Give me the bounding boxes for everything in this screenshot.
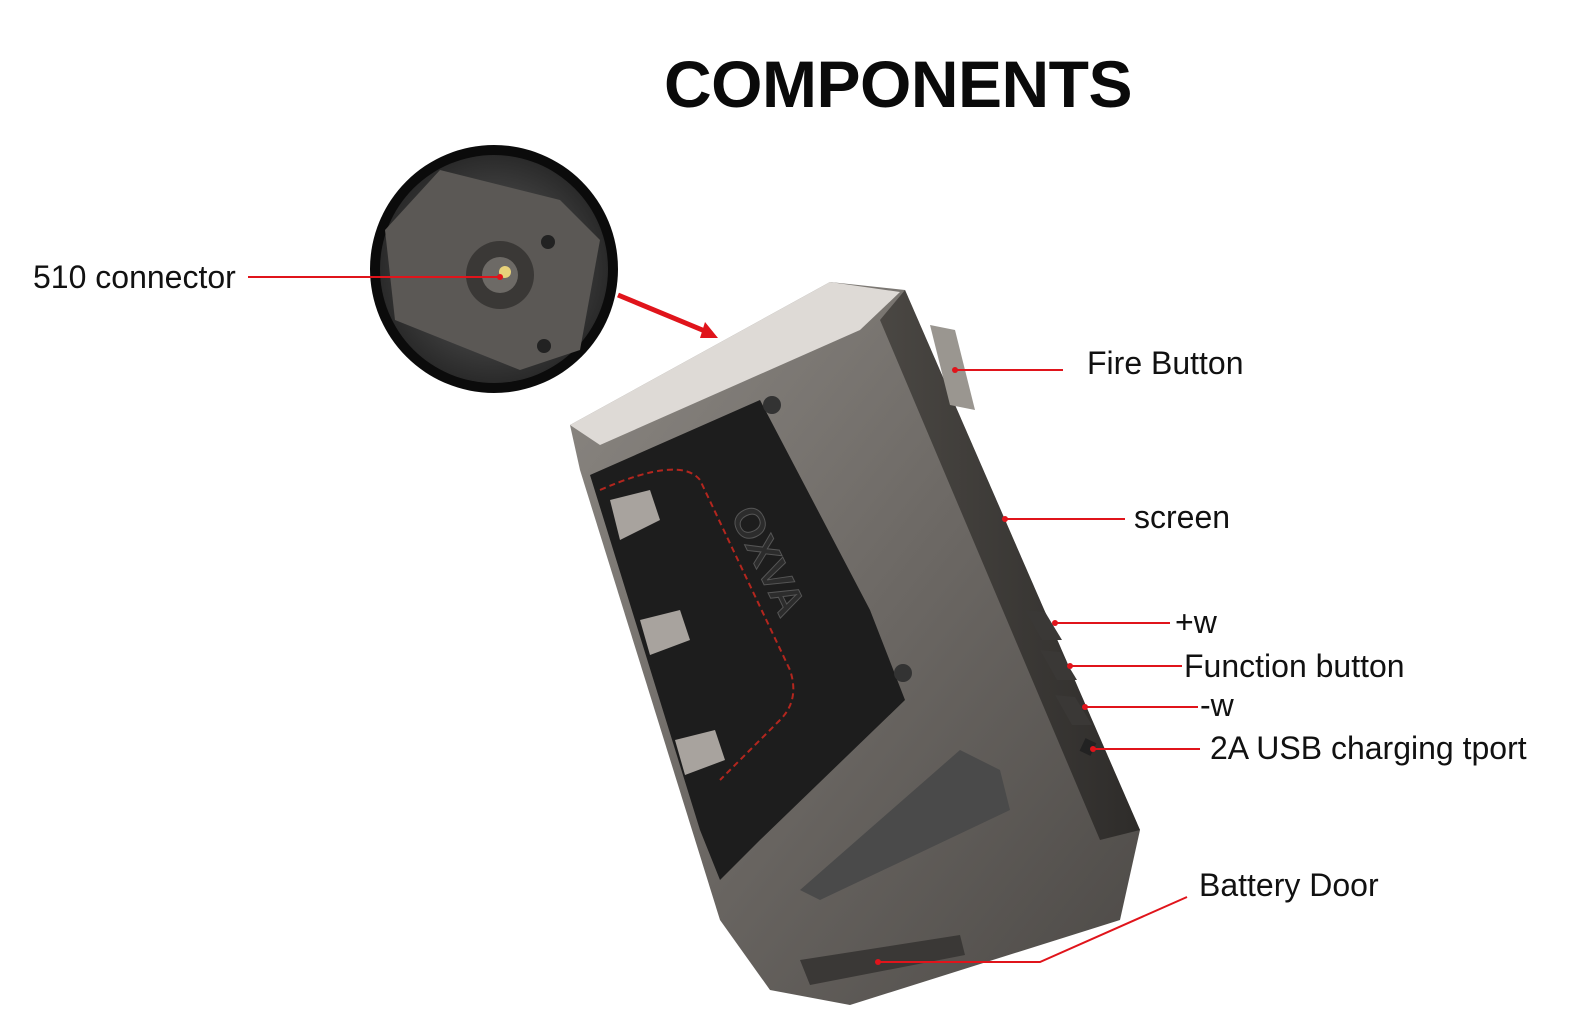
connector-closeup [370, 145, 618, 393]
device-body: OXVA [570, 282, 1140, 1005]
connector-pointer-arrow [617, 292, 713, 337]
callout-function-button: Function button [1184, 648, 1405, 684]
callout-510-connector: 510 connector [33, 259, 236, 295]
callout-minus-w: -w [1200, 687, 1234, 723]
fire-button-shape [930, 325, 975, 410]
page-title: COMPONENTS [663, 47, 1133, 121]
callout-battery-door: Battery Door [1199, 867, 1379, 903]
callout-plus-w: +w [1175, 604, 1217, 640]
callout-screen: screen [1134, 499, 1231, 535]
leader-lines [248, 276, 1200, 963]
callout-usb-port: 2A USB charging tport [1210, 730, 1527, 766]
callout-fire-button: Fire Button [1087, 345, 1244, 381]
